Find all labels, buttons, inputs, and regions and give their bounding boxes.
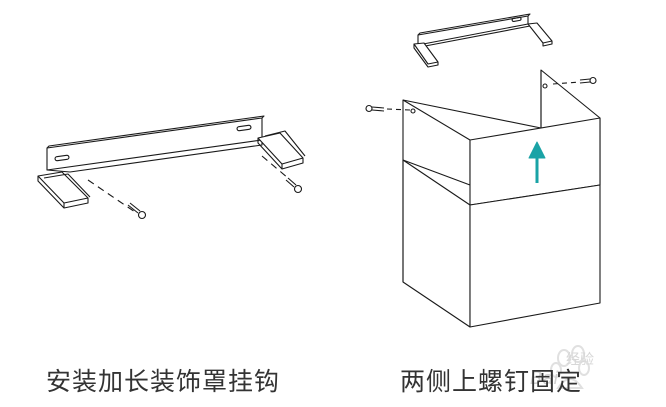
left-guide-line [87,179,136,213]
long-bracket-plate [46,117,263,171]
lower-box [402,159,601,328]
right-hook-rail [257,130,306,170]
left-box-screw [365,104,411,113]
watermark-suffix: 经验 [566,352,594,368]
up-arrow-icon [528,141,546,183]
left-screw [127,202,147,220]
right-screw [285,177,303,194]
left-caption: 安装加长装饰罩挂钩 [46,367,281,396]
baidu-watermark-logo [550,345,590,389]
right-slot [236,124,252,132]
left-bracket-illustration [37,115,306,220]
left-hook-rail [37,171,91,209]
left-slot [54,154,70,162]
watermark-brand: Bai [530,368,559,389]
right-box-screw [552,76,597,85]
upper-sleeve [402,69,601,206]
right-guide-line [261,155,289,179]
right-caption: 两侧上螺钉固定 [400,367,583,396]
right-box-illustration [365,13,601,328]
top-bracket [413,13,553,68]
